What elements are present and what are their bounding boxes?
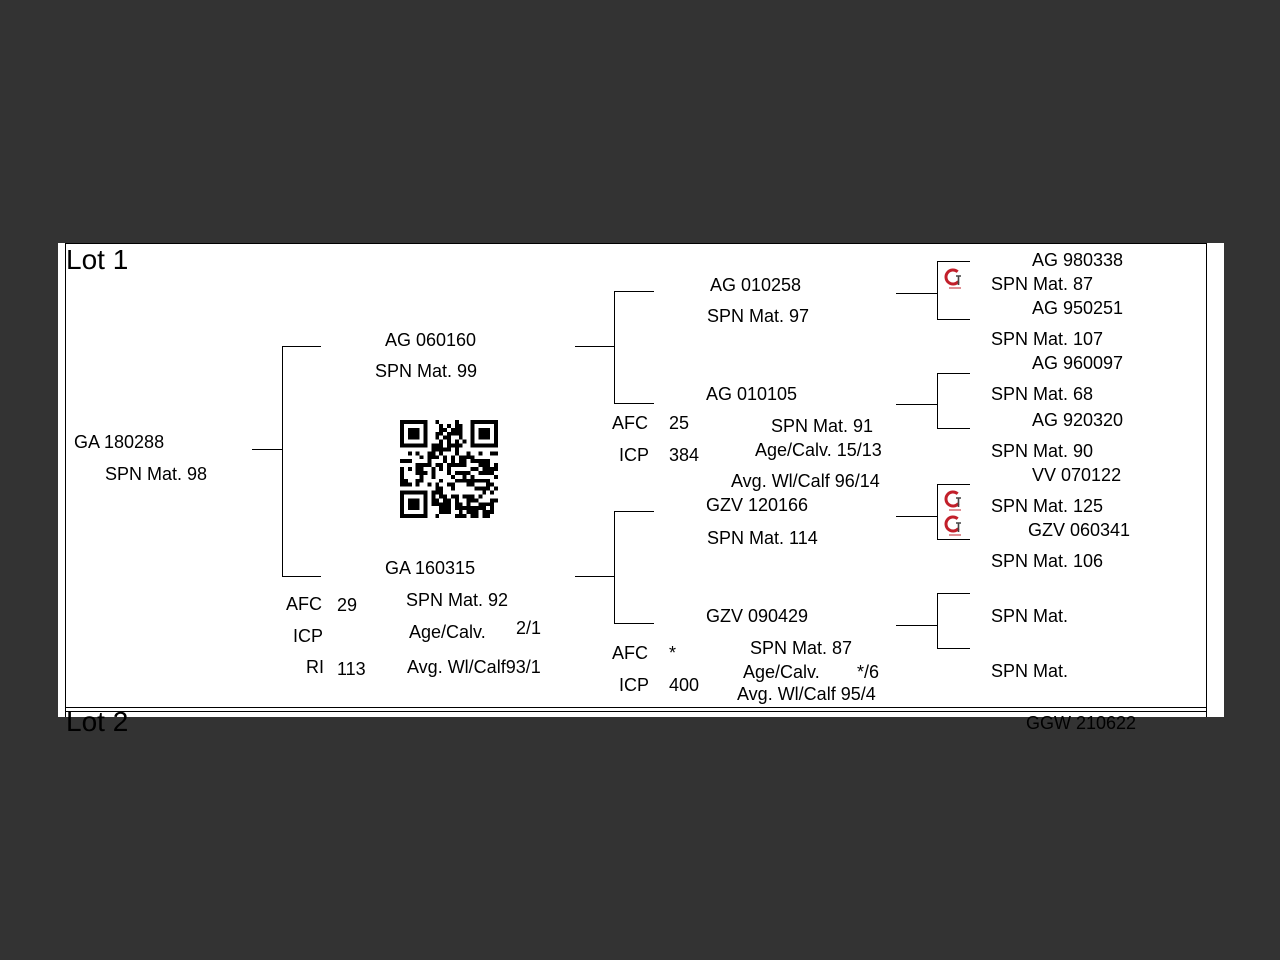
pedigree-connector [937, 648, 970, 649]
pedigree-connector [252, 449, 283, 450]
pedigree-connector [282, 346, 321, 347]
sire-dam-afc-value: 25 [669, 413, 690, 433]
dam-dam-spn: SPN Mat. 87 [750, 638, 853, 658]
sire-spn: SPN Mat. 99 [375, 361, 478, 381]
dam-dam-icp-value: 400 [669, 675, 700, 695]
dam-sire-spn: SPN Mat. 114 [707, 528, 818, 548]
dam-dam-afc-value: * [669, 643, 677, 663]
pedigree-connector [614, 291, 654, 292]
dam-ri-value: 113 [337, 659, 366, 679]
pedigree-connector [575, 576, 614, 577]
ggp-6-spn: SPN Mat. 106 [991, 551, 1104, 571]
dam-dam-avg-wl-calf: Avg. Wl/Calf 95/4 [737, 684, 876, 704]
dam-afc-label: AFC [286, 594, 322, 614]
ggp-8-spn: SPN Mat. [991, 661, 1069, 681]
next-lot-title: Lot 2 [66, 706, 129, 737]
dam-dam-agecalv-value: */6 [857, 662, 880, 682]
sire-dam-spn: SPN Mat. 91 [771, 416, 874, 436]
subject-id: GA 180288 [74, 432, 165, 452]
qr-code-icon [400, 420, 498, 518]
ggp-3-id: AG 960097 [1032, 353, 1124, 373]
pedigree-connector [575, 346, 614, 347]
dam-avg-wl-calf: Avg. Wl/Calf93/1 [407, 657, 541, 677]
sire-dam-afc-label: AFC [612, 413, 648, 433]
dam-afc-value: 29 [337, 595, 358, 615]
pedigree-connector [937, 593, 970, 594]
ggp-6-id: GZV 060341 [1028, 520, 1131, 540]
dam-dam-afc-label: AFC [612, 643, 648, 663]
pedigree-connector [937, 484, 938, 539]
ggp-1-id: AG 980338 [1032, 250, 1124, 270]
pedigree-connector [282, 576, 321, 577]
sire-sire-spn: SPN Mat. 97 [707, 306, 810, 326]
top-border-line [65, 243, 1207, 244]
ggp-1-spn: SPN Mat. 87 [991, 274, 1094, 294]
sire-dam-icp-label: ICP [619, 445, 650, 465]
pedigree-connector [937, 373, 938, 428]
ggp-2-id: AG 950251 [1032, 298, 1124, 318]
dam-dam-agecalv-label: Age/Calv. [743, 662, 820, 682]
pedigree-connector [896, 516, 937, 517]
gt-logo-icon [944, 515, 962, 536]
pedigree-connector [937, 261, 970, 262]
gt-logo-icon [944, 268, 962, 289]
ggp-4-id: AG 920320 [1032, 410, 1124, 430]
lot-divider-line [65, 711, 1207, 712]
pedigree-connector [937, 373, 970, 374]
lot-divider-line [65, 707, 1207, 708]
pedigree-connector [937, 484, 970, 485]
subject-spn: SPN Mat. 98 [105, 464, 208, 484]
lot-title: Lot 1 [66, 244, 129, 275]
ggp-7-spn: SPN Mat. [991, 606, 1069, 626]
ggp-5-spn: SPN Mat. 125 [991, 496, 1104, 516]
sire-dam-id: AG 010105 [706, 384, 798, 404]
dam-dam-icp-label: ICP [619, 675, 650, 695]
sire-id: AG 060160 [385, 330, 477, 350]
pedigree-connector [614, 403, 654, 404]
pedigree-connector [937, 593, 938, 648]
dam-id: GA 160315 [385, 558, 476, 578]
left-border-line [65, 243, 66, 717]
dam-icp-label: ICP [293, 626, 324, 646]
dam-dam-id: GZV 090429 [706, 606, 809, 626]
ggp-4-spn: SPN Mat. 90 [991, 441, 1094, 461]
dam-agecalv-label: Age/Calv. [409, 622, 486, 642]
pedigree-connector [937, 319, 970, 320]
pedigree-connector [614, 291, 615, 403]
pedigree-connector [896, 625, 937, 626]
next-lot-peek-id: GGW 210622 [1026, 713, 1137, 733]
ggp-5-id: VV 070122 [1032, 465, 1122, 485]
dam-agecalv-value: 2/1 [516, 618, 542, 638]
dam-sire-id: GZV 120166 [706, 495, 809, 515]
gt-logo-icon [944, 490, 962, 511]
pedigree-connector [614, 511, 654, 512]
pedigree-connector [614, 623, 654, 624]
sire-dam-icp-value: 384 [669, 445, 700, 465]
pedigree-connector [896, 404, 937, 405]
pedigree-connector [282, 346, 283, 576]
pedigree-connector [614, 511, 615, 623]
pedigree-connector [937, 428, 970, 429]
dam-ri-label: RI [306, 657, 324, 677]
catalog-page: Lot 1 GA 180288 SPN Mat. 98 AG 060160 SP… [58, 243, 1224, 737]
sire-sire-id: AG 010258 [710, 275, 802, 295]
right-border-line [1206, 243, 1207, 717]
ggp-3-spn: SPN Mat. 68 [991, 384, 1094, 404]
sire-dam-agecalv: Age/Calv. 15/13 [755, 440, 882, 460]
pedigree-connector [896, 293, 937, 294]
sire-dam-avg-wl-calf: Avg. Wl/Calf 96/14 [731, 471, 880, 491]
ggp-2-spn: SPN Mat. 107 [991, 329, 1104, 349]
dam-spn: SPN Mat. 92 [406, 590, 509, 610]
pedigree-connector [937, 261, 938, 319]
pedigree-connector [937, 539, 970, 540]
